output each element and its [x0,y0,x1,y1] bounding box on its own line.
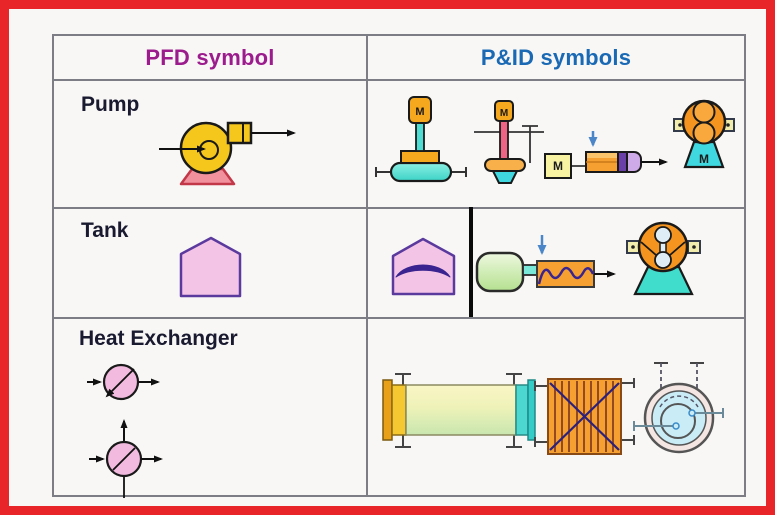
vertical-divider-line [469,207,473,317]
circle-diagonal-exchanger-icon [87,363,160,401]
motor-driven-screw-pump-icon: M [544,131,668,179]
motor-m-label: M [500,108,508,119]
row-divider-1 [54,79,744,81]
inline-pump-with-motor-icon: M [375,96,467,183]
liquid-level-curve [395,264,451,278]
circle-cross-flow-exchanger-icon [89,419,163,498]
pfd-tank-cell [179,236,242,298]
horizontal-vessel-with-screw-conveyor-icon [475,235,616,293]
spiral-exchanger-icon [633,362,724,454]
pentagon-tank-with-level-icon [391,237,456,296]
row-label-pump: Pump [81,93,140,116]
shell-and-tube-exchanger-icon [382,373,536,448]
pid-heat-exchanger-cell [382,362,724,455]
row-label-heat-exchanger: Heat Exchanger [79,327,238,350]
row-divider-3 [54,317,744,319]
pfd-heat-exchanger-cell [87,363,163,498]
row-label-tank: Tank [81,219,129,242]
plate-exchanger-icon [534,378,635,455]
pfd-pump-cell [159,121,296,186]
motor-m-label: M [699,152,709,166]
pid-column-header: P&ID symbols [480,45,632,70]
symbol-comparison-table: PFD symbol P&ID symbols Pump Tank Heat E… [52,34,746,498]
pentagon-tank-icon [179,236,242,298]
motor-m-label: M [415,106,424,118]
pfd-column-header: PFD symbol [145,45,275,70]
motor-m-label: M [553,159,563,173]
vertical-pump-with-motor-icon: M [474,100,544,184]
rotary-lobe-pump-icon [626,221,701,296]
column-divider [366,36,368,495]
screw-wave [537,266,595,285]
pid-tank-cell [391,207,701,317]
pid-pump-cell: M M M [375,96,735,184]
centrifugal-pump-icon [159,121,296,186]
row-divider-2 [54,207,744,209]
gear-pump-with-motor-icon: M [673,99,735,169]
